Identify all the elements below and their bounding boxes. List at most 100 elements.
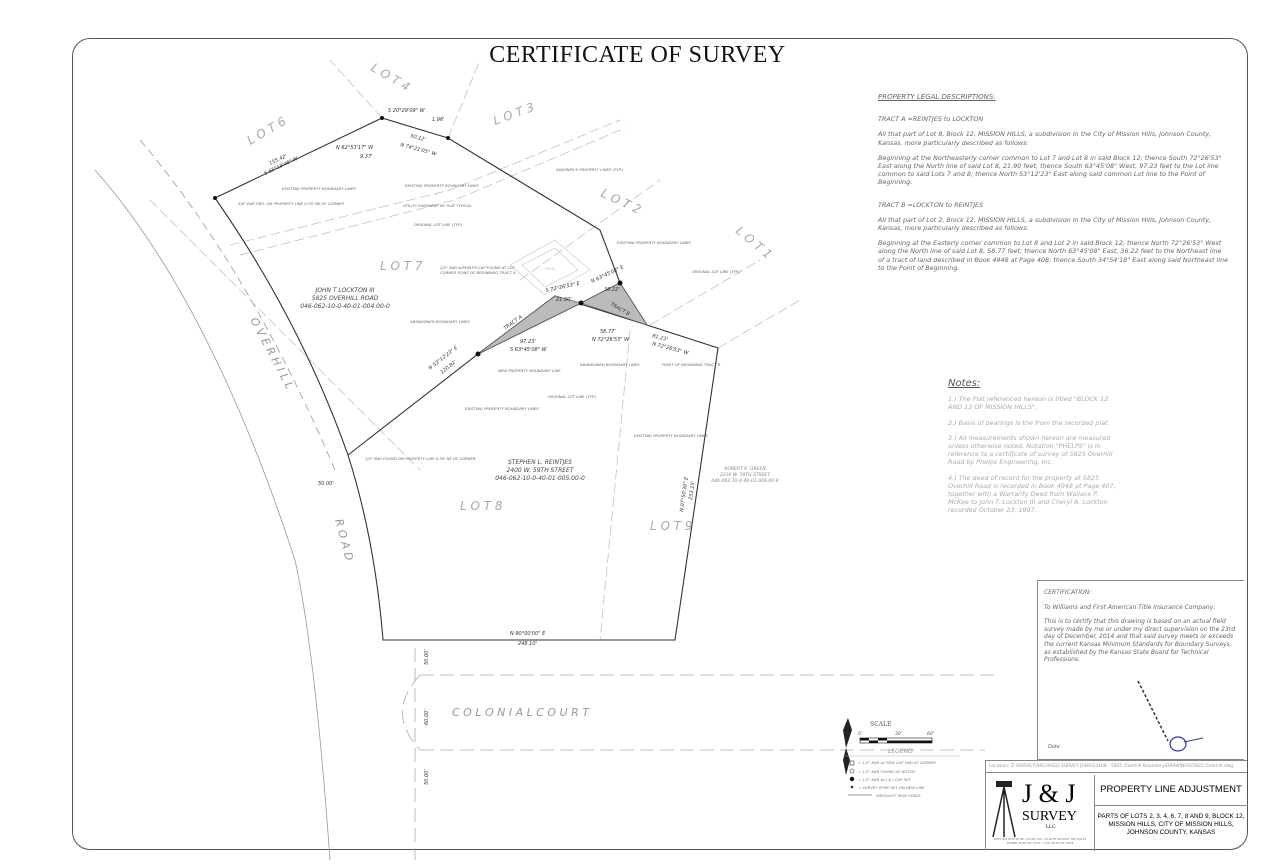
callout-existing: EXISTING PROPERTY BOUNDARY LINES	[634, 433, 708, 438]
company-logo: J & J SURVEY LLC 5505 NW PLATTE RD, SUIT…	[986, 775, 1095, 851]
scale-tick: 0'	[858, 731, 862, 737]
project-description: PARTS OF LOTS 2, 3, 4, 6, 7, 8 AND 9, BL…	[1097, 813, 1245, 836]
lot-6-label: L O T 6	[245, 114, 289, 148]
lot7-address: 5825 OVERHILL ROAD	[312, 295, 379, 302]
notes-heading: Notes:	[948, 378, 981, 389]
lot-3-label: L O T 3	[491, 100, 536, 128]
pool-label: POOL	[545, 266, 555, 271]
distance-label: 248.10'	[518, 641, 537, 647]
notes-section: Notes: 1.) The Plat referenced hereon is…	[948, 378, 1120, 522]
lot-1-label: L O T 1	[733, 224, 775, 262]
certification-box: CERTIFICATION: To Williams and First Ame…	[1037, 580, 1244, 760]
road-street-label: R O A D	[332, 517, 356, 562]
distance-label: 21.90'	[556, 297, 572, 303]
lot-8-label: L O T 8	[460, 499, 503, 513]
survey-monuments	[213, 116, 623, 357]
legend-item: = SURVEY SPIKE SET ON NEW LINE	[858, 785, 925, 790]
bearing-label: N 72°26'53" W	[651, 341, 689, 357]
lot9-owner: ROBERT K. GREEN	[724, 466, 766, 472]
tract-b-shading	[580, 282, 648, 326]
callout-adjoiner: ADJOINER'S PROPERTY LINES (TYP.)	[555, 167, 624, 172]
distance-label: 9.37'	[360, 154, 373, 160]
lot9-address: 2316 W. 59TH STREET	[720, 472, 772, 478]
tract-b-description: Beginning at the Easterly corner common …	[878, 239, 1229, 272]
overhill-street-label: O V E R H I L L	[247, 315, 296, 391]
tract-a-shading	[477, 295, 582, 355]
scale-tick: 60'	[927, 731, 934, 737]
note-item: 2.) Basis of bearings is the from the re…	[948, 418, 1110, 427]
scale-tick: 30'	[895, 731, 902, 737]
logo-text: J & J	[1022, 779, 1076, 808]
dimension-label: 60.00'	[424, 709, 430, 725]
lot8-parcel: 046-062-10-0-40-01-005.00-0	[495, 475, 585, 482]
note-item: 4.) The deed of record for the property …	[948, 473, 1116, 515]
callout-abandoned: ABANDONED BOUNDARY LINES	[579, 362, 640, 367]
distance-label: 58.77'	[600, 329, 616, 335]
distance-label: 1.96'	[432, 117, 445, 123]
tract-b-title: TRACT B =LOCKTON to REINTJES	[878, 200, 984, 209]
distance-label: 97.23'	[520, 339, 536, 345]
lot-7-label: L O T 7	[380, 259, 423, 273]
distance-label: 81.23'	[651, 333, 668, 343]
signature	[1137, 680, 1204, 752]
company-address: 5505 NW PLATTE RD, SUITE 100 • PLATTE WO…	[993, 837, 1087, 845]
distance-label: 253.15'	[688, 481, 697, 501]
tract-b-intro: All that part of Lot 2, Block 12, MISSIO…	[878, 215, 1211, 233]
distance-label: 50.12'	[409, 133, 426, 143]
tract-a-intro: All that part of Lot 8, Block 12, MISSIO…	[878, 130, 1211, 147]
callout-existing: EXISTING PROPERTY BOUNDARY LINES	[465, 406, 539, 411]
legend-item: = 1/2" BAR w/ J & J CAP SET	[858, 777, 911, 782]
callout-pob-a-wrapper: 1/2" BAR w/PHELPS CAP FOUND AT LOT CORNE…	[440, 266, 516, 275]
legend-symbols	[848, 760, 872, 796]
colonial-court	[402, 648, 1000, 860]
project-title: PROPERTY LINE ADJUSTMENT	[1094, 775, 1248, 806]
callout-existing: EXISTING PROPERTY BOUNDARY LINES	[405, 183, 479, 188]
lot-9-label: L O T 9	[650, 519, 693, 533]
date-label: Date	[1048, 744, 1060, 750]
dimension-label: 50.00'	[424, 649, 430, 665]
legend-item: = 1/2" BAR FOUND AS NOTED	[858, 769, 915, 774]
file-location: Location: Z:\SURVEY\ARCHIVED SURVEY JOBS…	[986, 761, 1247, 773]
callout-utility: UTILITY EASEMENT BY PLAT TYPICAL	[403, 203, 472, 208]
lot-4-label: L O T 4	[369, 60, 413, 93]
bearing-label: S 63°45'08" W	[510, 347, 548, 353]
tract-a-description: Beginning at the Northeasterly corner co…	[878, 153, 1222, 187]
lot8-address: 2400 W. 59TH STREET	[506, 467, 574, 474]
callout-abandoned: ABANDONED BOUNDARY LINES	[409, 319, 470, 324]
scale-bar	[859, 737, 933, 744]
adjoining-lot-lines	[149, 59, 801, 641]
pool-outline	[509, 239, 591, 296]
north-arrow-icon	[843, 718, 852, 775]
lot7-parcel: 046-062-10-0-40-01-004.00-0	[300, 303, 390, 310]
lot9-parcel: 046-062-10-0-40-01-006.00-0	[711, 478, 778, 484]
lot-2-label: L O T 2	[599, 186, 643, 217]
callout-original: ORIGINAL LOT LINE (TYP.)	[414, 222, 463, 227]
colonial-court-label: C O L O N I A L C O U R T	[452, 706, 590, 719]
callout-pob-b: POINT OF BEGINNING TRACT B	[662, 362, 721, 367]
legend-item: WROUGHT IRON FENCE	[876, 793, 921, 798]
page-title: CERTIFICATE OF SURVEY	[489, 42, 786, 68]
logo-llc: LLC	[1046, 825, 1056, 830]
legal-descriptions: PROPERTY LEGAL DESCRIPTIONS: TRACT A =RE…	[878, 93, 1228, 279]
callout-original: ORIGINAL LOT LINE (TYP.)	[692, 269, 741, 274]
distance-label: 36.22'	[604, 287, 620, 293]
bearing-label: S 72°26'53" E	[545, 281, 581, 294]
legal-heading: PROPERTY LEGAL DESCRIPTIONS:	[878, 93, 996, 101]
logo-subtext: SURVEY	[1022, 809, 1077, 824]
certification-addressee: To Williams and First American Title Ins…	[1044, 603, 1216, 611]
dimension-label: 50.00'	[424, 769, 430, 785]
callout-pob-a: 1/2" BAR w/PHELPS CAP FOUND AT LOT CORNE…	[440, 266, 516, 275]
bearing-label: N 72°26'53" W	[592, 337, 630, 343]
tripod-icon	[992, 781, 1016, 838]
note-item: 3.) All measurements shown hereon are me…	[948, 433, 1113, 467]
callout-existing: EXISTING PROPERTY BOUNDARY LINES	[282, 186, 356, 191]
dimension-label: 50.00'	[318, 481, 334, 487]
lot7-owner: JOHN T LOCKTON III	[314, 287, 374, 294]
callout-original: ORIGINAL LOT LINE (TYP.)	[548, 394, 597, 399]
scale-label: SCALE	[870, 721, 891, 728]
legend-heading: LEGEND	[888, 748, 913, 755]
title-block: Location: Z:\SURVEY\ARCHIVED SURVEY JOBS…	[985, 760, 1248, 851]
callout-existing: EXISTING PROPERTY BOUNDARY LINES	[617, 240, 691, 245]
tract-a-title: TRACT A =REINTJES to LOCKTON	[878, 115, 984, 124]
bearing-label: N 62°53'17" W	[336, 145, 374, 151]
